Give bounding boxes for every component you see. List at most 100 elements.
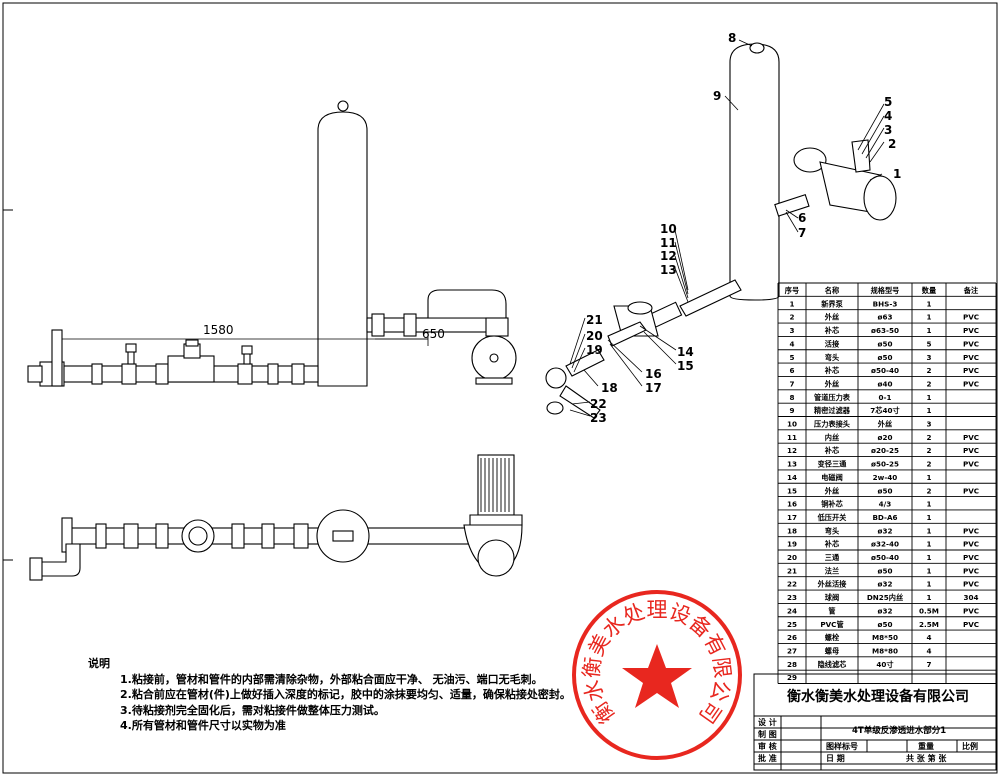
table-cell: 1 [926,393,931,402]
table-cell: 25 [787,620,797,629]
table-cell: ø32 [878,606,893,615]
table-cell: PVC [963,486,979,495]
table-cell: 6 [789,366,794,375]
table-cell: 1 [926,566,931,575]
table-cell: PVC [963,353,979,362]
table-cell: 1 [926,553,931,562]
drawing-title: 4T单级反渗透进水部分1 [852,725,946,736]
table-cell: 隐线滤芯 [818,660,848,669]
table-cell: 2 [926,446,931,455]
table-cell: M8*80 [872,646,898,655]
callout-19: 19 [586,343,603,357]
table-cell: PVC管 [820,620,843,629]
table-cell: 电磁阀 [821,473,843,482]
table-cell: 29 [787,673,797,682]
label-date: 日 期 [826,753,845,763]
table-cell: ø50-40 [871,553,899,562]
note-line-1: 1.粘接前，管材和管件的内部需清除杂物，外部粘合面应干净、 无油污、端口无毛刺。 [120,673,543,687]
table-cell: 22 [787,580,797,589]
table-cell: ø63 [878,313,893,322]
notes-heading: 说明 [88,657,110,670]
table-cell: ø50-25 [871,460,899,469]
table-cell: 2.5M [919,620,939,629]
note-line-3: 3.待粘接剂完全固化后，需对粘接件做整体压力测试。 [120,703,385,717]
table-cell: 3 [926,353,931,362]
table-cell: 8 [789,393,794,402]
seal-character: 理 [647,598,668,622]
table-cell: 1 [926,513,931,522]
callout-14: 14 [677,345,694,359]
table-cell: 管道压力表 [814,393,851,402]
table-cell: PVC [963,339,979,348]
table-cell: 18 [787,526,797,535]
table-cell: ø50-40 [871,366,899,375]
table-cell: 20 [787,553,797,562]
table-cell: ø20-25 [871,446,899,455]
label-design: 设 计 [758,717,777,727]
table-header-cell: 序号 [785,286,799,295]
table-cell: 补芯 [824,366,840,375]
table-cell: PVC [963,540,979,549]
table-cell: 5 [789,353,794,362]
table-cell: 球阀 [825,593,839,602]
table-cell: ø50 [878,620,893,629]
table-cell: 7 [789,379,794,388]
table-cell: 5 [926,339,931,348]
table-cell: 低压开关 [817,513,848,522]
table-cell: PVC [963,580,979,589]
table-cell: 三通 [825,553,840,562]
table-cell: 螺栓 [825,633,840,642]
table-cell: 外丝 [824,379,839,388]
table-cell: 9 [789,406,794,415]
callout-6: 6 [798,211,806,225]
table-cell: 3 [789,326,794,335]
table-cell: 21 [787,566,797,575]
table-cell: 4/3 [879,500,892,509]
table-cell: 17 [787,513,797,522]
callout-5: 5 [884,95,892,109]
callout-4: 4 [884,109,892,123]
table-cell: 2 [926,366,931,375]
table-cell: 11 [787,433,797,442]
table-cell: ø50 [878,486,893,495]
table-cell: ø20 [878,433,893,442]
table-cell: 变径三通 [818,460,848,469]
table-cell: 1 [926,540,931,549]
table-cell: PVC [963,446,979,455]
table-cell: 2w-40 [873,473,898,482]
dimension-650: 650 [422,327,445,341]
table-cell: ø32 [878,580,893,589]
table-cell: 内丝 [825,433,839,442]
table-cell: 3 [926,420,931,429]
table-cell: 26 [787,633,797,642]
table-cell: ø50 [878,353,893,362]
table-cell: 外丝 [824,486,839,495]
callout-12: 12 [660,249,677,263]
label-sheets: 共 张 第 张 [906,753,947,763]
table-cell: 2 [789,313,794,322]
table-cell: BHS-3 [873,299,898,308]
table-cell: 4 [926,646,931,655]
callout-9: 9 [713,89,721,103]
table-cell: ø32 [878,526,893,535]
table-header-cell: 数量 [922,286,937,295]
table-cell: 4 [926,633,931,642]
label-check: 审 核 [758,741,777,751]
seal-character: 衡 [579,656,605,680]
table-cell: M8*50 [872,633,898,642]
table-cell: 活接 [825,339,840,348]
seal-character: 限 [708,656,734,680]
note-line-2: 2.粘合前应在管材(件)上做好插入深度的标记，胶中的涂抹要均匀、适量，确保粘接处… [120,688,571,702]
table-cell: 精密过滤器 [814,406,851,415]
table-cell: DN25内丝 [867,593,903,602]
table-header-cell: 备注 [963,286,979,295]
callout-20: 20 [586,329,603,343]
table-cell: 1 [926,299,931,308]
dimension-1580: 1580 [203,323,234,337]
table-cell: PVC [963,433,979,442]
table-cell: 16 [787,500,797,509]
callout-3: 3 [884,123,892,137]
table-cell: 螺母 [825,646,839,655]
